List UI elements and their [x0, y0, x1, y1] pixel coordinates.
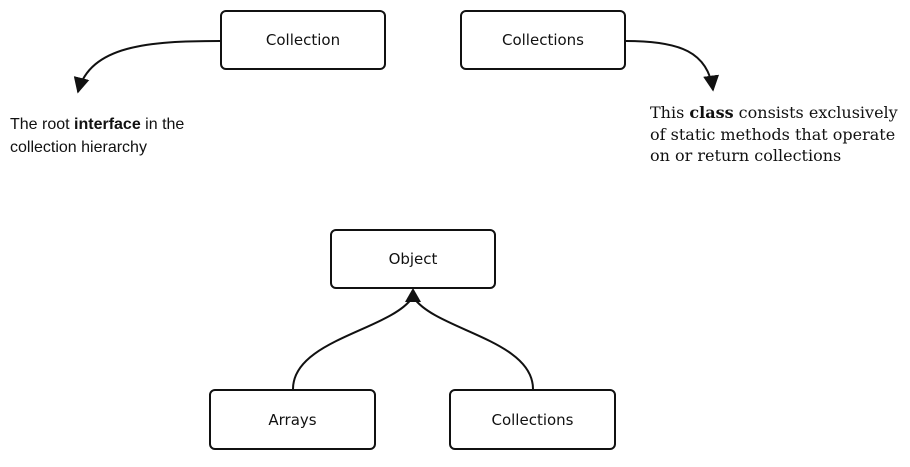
arrays-to-object-edge — [292, 297, 413, 390]
object-label: Object — [388, 250, 438, 268]
inheritance-arrowhead — [405, 288, 421, 302]
collections-note-bold: class — [689, 103, 734, 122]
collections-bottom-box: Collections — [449, 389, 616, 450]
collections-note-arrow — [625, 40, 720, 92]
collections-note: This class consists exclusively of stati… — [650, 103, 898, 166]
collections-to-object-edge — [413, 297, 534, 390]
arrays-box: Arrays — [209, 389, 376, 450]
collection-box: Collection — [220, 10, 386, 70]
collection-label: Collection — [265, 31, 341, 49]
collections-top-box: Collections — [460, 10, 626, 70]
object-box: Object — [330, 229, 496, 289]
collection-note-arrow — [73, 40, 221, 94]
collection-note: The root interface in the collection hie… — [10, 116, 185, 157]
arrays-label: Arrays — [268, 410, 317, 429]
collections-bottom-label: Collections — [491, 410, 574, 429]
collections-top-label: Collections — [501, 31, 584, 49]
collection-note-bold: interface — [74, 116, 141, 133]
